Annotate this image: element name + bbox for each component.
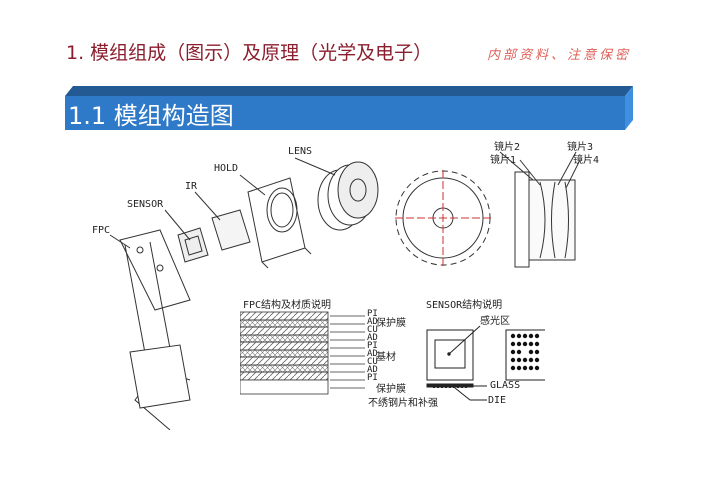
sensor-drawing xyxy=(177,227,209,263)
layer-label: PI xyxy=(367,309,378,319)
label-fpc: FPC xyxy=(92,225,111,236)
layer-label: CU xyxy=(367,357,378,367)
die-label: DIE xyxy=(488,395,507,406)
lens-section-view xyxy=(514,171,576,268)
label-lens2: 镜片2 xyxy=(494,142,521,153)
group-base-material: 基材 xyxy=(376,352,396,363)
module-diagram xyxy=(109,151,581,430)
layer-label: AD xyxy=(367,349,378,359)
fpc-layer-list: PI AD CU AD PI AD CU AD PI xyxy=(367,309,378,383)
section-banner xyxy=(65,86,633,130)
label-lens: LENS xyxy=(288,146,313,157)
page-title: 1. 模组组成（图示）及原理（光学及电子） xyxy=(66,42,433,64)
sensor-structure-title: SENSOR结构说明 xyxy=(426,300,503,311)
label-hold: HOLD xyxy=(214,163,239,174)
label-lens3: 镜片3 xyxy=(567,142,594,153)
layer-label: AD xyxy=(367,317,378,327)
sensor-area-label: 感光区 xyxy=(480,316,510,327)
fpc-layer-stack xyxy=(240,311,365,395)
group-protective-film-bottom: 保护膜 xyxy=(376,384,406,395)
ir-drawing xyxy=(211,209,251,251)
layer-label: CU xyxy=(367,325,378,335)
lens-top-view xyxy=(395,170,491,268)
label-lens1: 镜片1 xyxy=(490,155,517,166)
layer-label: PI xyxy=(367,341,378,351)
lens-drawing xyxy=(317,161,379,231)
layer-label: AD xyxy=(367,365,378,375)
sensor-structure-drawing xyxy=(426,325,545,401)
hold-drawing xyxy=(247,177,312,269)
label-ir: IR xyxy=(185,181,198,192)
glass-label: GLASS xyxy=(490,380,521,391)
confidential-note: 内部资料、注意保密 xyxy=(487,48,632,63)
layer-label: PI xyxy=(367,373,378,383)
group-protective-film-top: 保护膜 xyxy=(376,318,406,329)
section-title: 1.1 模组构造图 xyxy=(68,102,234,130)
layer-label: AD xyxy=(367,333,378,343)
fpc-structure-title: FPC结构及材质说明 xyxy=(243,300,332,311)
fpc-bottom-label: 不绣钢片和补强 xyxy=(368,398,438,409)
label-lens4: 镜片4 xyxy=(573,155,600,166)
label-sensor: SENSOR xyxy=(127,199,164,210)
